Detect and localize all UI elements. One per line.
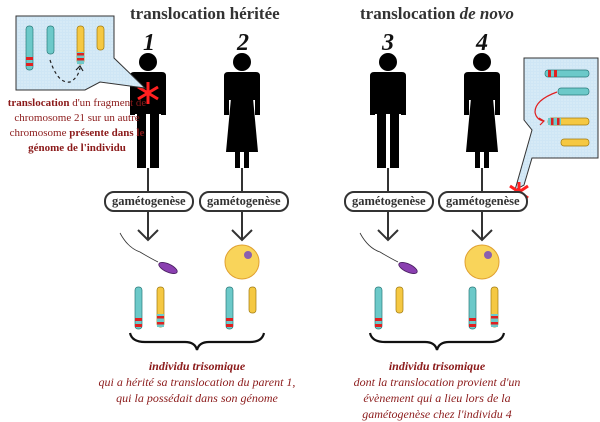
conclusion-denovo: individu trisomique dont la translocatio… [337, 358, 537, 422]
denovo-title-prefix: translocation [360, 4, 460, 23]
chromosome-21-short [46, 25, 55, 55]
translocation-arrow-red [534, 91, 558, 122]
denovo-title: translocation de novo [360, 4, 514, 24]
chromosome-21-with-band-horizontal [544, 69, 590, 78]
translocation-asterisk-icon [137, 82, 159, 104]
individual-number-3: 3 [382, 30, 394, 56]
conclusion-denovo-body: dont la translocation provient d'un évèn… [353, 375, 521, 421]
conclusion-inherited: individu trisomique qui a hérité sa tran… [97, 358, 297, 406]
sperm-cell-3 [359, 232, 418, 274]
gametogenesis-label-1: gamétogenèse [104, 191, 194, 212]
chromosome-translocated [76, 25, 85, 65]
callout-inherited [15, 15, 147, 91]
offspring-chromosomes-denovo [374, 286, 499, 330]
chromosome-other-horizontal [560, 138, 590, 147]
individual-number-2: 2 [237, 30, 249, 56]
chromosome-21-with-band [25, 25, 34, 71]
conclusion-denovo-heading: individu trisomique [388, 359, 486, 373]
denovo-title-italic: de novo [459, 4, 514, 23]
gametogenesis-label-2: gamétogenèse [199, 191, 289, 212]
individual-number-4: 4 [476, 30, 488, 56]
individual-2-female [224, 53, 260, 168]
callout-denovo [514, 57, 599, 192]
offspring-chromosomes-inherited [134, 286, 257, 330]
carrier-note-text: d'un fragment de chromosome 21 sur un au… [9, 97, 147, 139]
egg-cell-2 [224, 244, 260, 280]
carrier-note-bold-2: présente dans le génome de l'individu [28, 127, 145, 154]
translocation-arrow-dashed [49, 59, 81, 83]
flow-arrows [137, 168, 493, 242]
brace-inherited [128, 332, 266, 351]
conclusion-inherited-heading: individu trisomique [148, 359, 246, 373]
carrier-note-bold-1: translocation [7, 97, 70, 109]
conclusion-inherited-body: qui a hérité sa translocation du parent … [98, 375, 296, 405]
brace-denovo [368, 332, 506, 351]
chromosome-other [96, 25, 105, 51]
sperm-cell-1 [119, 232, 178, 274]
individual-number-1: 1 [143, 30, 155, 56]
chromosome-21-short-horizontal [557, 87, 590, 96]
carrier-note: translocation d'un fragment de chromosom… [2, 96, 152, 156]
gametogenesis-label-4: gamétogenèse [438, 191, 528, 212]
gametogenesis-label-3: gamétogenèse [344, 191, 434, 212]
chromosome-translocated-horizontal [547, 117, 590, 126]
inherited-title: translocation héritée [130, 4, 280, 23]
individual-3-male [370, 53, 406, 168]
individual-4-female [464, 53, 500, 168]
egg-cell-4 [464, 244, 500, 280]
